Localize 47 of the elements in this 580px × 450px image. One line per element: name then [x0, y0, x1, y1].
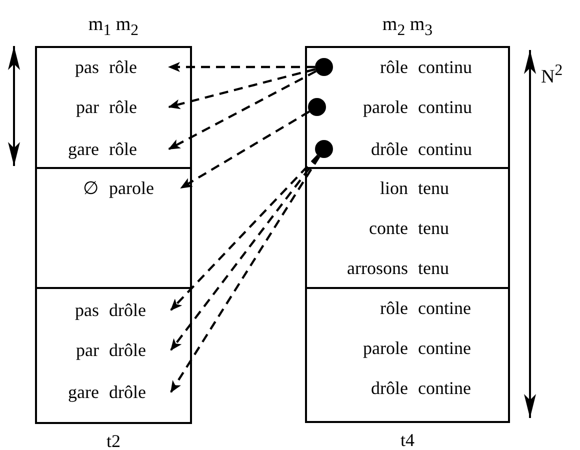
first-word: parole [363, 337, 408, 359]
first-word: conte [369, 217, 408, 239]
first-word: arrosons [347, 257, 408, 279]
second-word: continu [418, 138, 472, 160]
first-word: ∅ [83, 177, 99, 199]
column-headers: m$_{1}$ m$_{2}$ [87, 14, 140, 40]
first-word: rôle [380, 297, 408, 319]
dot-marker [308, 98, 326, 116]
table-caption: t2 [105, 431, 122, 450]
second-word: contine [418, 297, 471, 319]
second-word: drôle [109, 299, 146, 321]
first-word: pas [75, 56, 99, 78]
arrow [170, 156, 320, 351]
arrow [170, 154, 319, 311]
second-word: contine [418, 377, 471, 399]
second-word: parole [109, 177, 154, 199]
arrow [170, 156, 320, 393]
arrow [168, 68, 316, 110]
first-word: par [76, 96, 99, 118]
arrow [168, 70, 317, 150]
dot-marker [315, 140, 333, 158]
table-caption: t4 [399, 430, 416, 450]
second-word: drôle [109, 339, 146, 361]
second-word: continu [418, 96, 472, 118]
second-word: continu [418, 56, 472, 78]
second-word: contine [418, 337, 471, 359]
second-word: drôle [109, 381, 146, 403]
first-word: par [76, 339, 99, 361]
first-word: rôle [380, 56, 408, 78]
first-word: parole [363, 96, 408, 118]
arrow [180, 110, 310, 189]
first-word: drôle [371, 138, 408, 160]
first-word: lion [380, 177, 408, 199]
first-word: gare [68, 381, 99, 403]
second-word: tenu [418, 217, 449, 239]
second-word: tenu [418, 257, 449, 279]
second-word: tenu [418, 177, 449, 199]
second-word: rôle [109, 56, 137, 78]
second-word: rôle [109, 96, 137, 118]
first-word: pas [75, 299, 99, 321]
column-headers: m$_{2}$ m$_{3}$ [381, 14, 434, 40]
first-word: drôle [371, 377, 408, 399]
dimension-label: N$^{2}$ [541, 62, 563, 88]
arrow [168, 62, 315, 72]
first-word: gare [68, 138, 99, 160]
second-word: rôle [109, 138, 137, 160]
dot-marker [315, 58, 333, 76]
